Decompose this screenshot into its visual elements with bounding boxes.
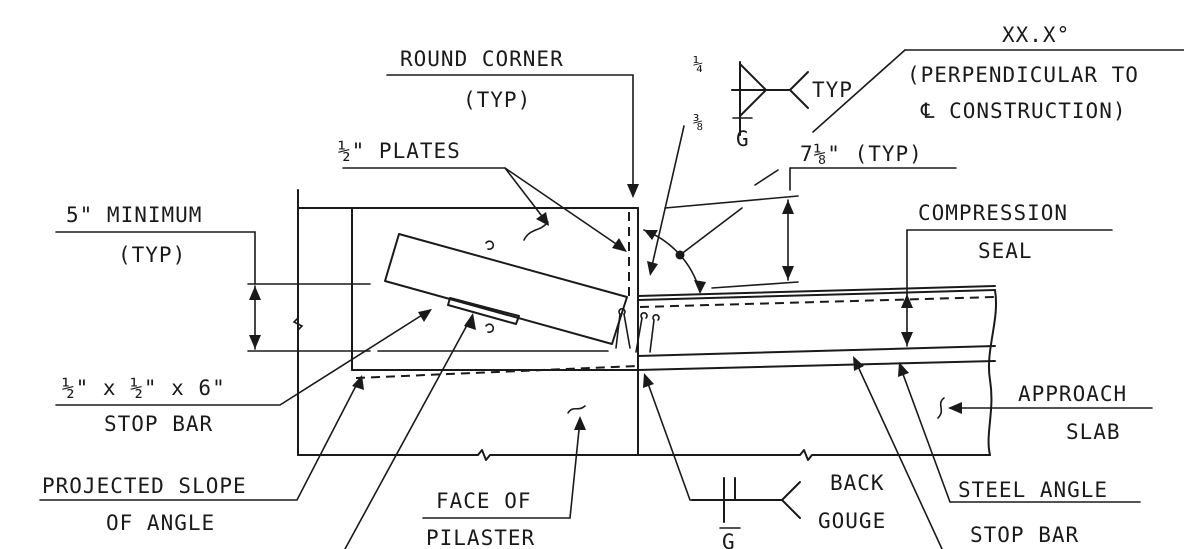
back-gouge-label-2: GOUGE	[818, 509, 886, 533]
pilaster-outline	[292, 189, 639, 461]
seven-eighth-dimension	[664, 167, 957, 289]
stop-bar-label-left: STOP BAR	[104, 412, 213, 436]
weld-symbol-top	[731, 61, 809, 136]
angle-label-2: (PERPENDICULAR TO	[907, 63, 1139, 87]
angle-arc	[643, 49, 1184, 294]
compression-seal-label-2: SEAL	[978, 239, 1033, 263]
approach-slab-label-1: APPROACH	[1018, 382, 1127, 406]
five-minimum-label-1: 5" MINIMUM	[66, 203, 202, 227]
projected-slope-label-2: OF ANGLE	[106, 511, 215, 535]
back-gouge-label-1: BACK	[830, 471, 885, 495]
face-of-pilaster-label-1: FACE OF	[436, 489, 532, 513]
weld-size-bottom: ⅜	[693, 113, 703, 133]
leader-lines	[39, 74, 1153, 549]
stop-bar-dimension-label: ½" x ½" x 6"	[62, 376, 226, 400]
half-plates-label: ½" PLATES	[338, 139, 461, 163]
round-corner-label-1: ROUND CORNER	[400, 47, 564, 71]
weld-grind-bottom: G	[722, 530, 736, 549]
compression-seal-label-1: COMPRESSION	[918, 201, 1068, 225]
steel-plate-assembly	[384, 212, 660, 353]
face-of-pilaster-label-2: PILASTER	[426, 526, 535, 549]
angle-label-1: XX.X°	[1002, 23, 1070, 47]
approach-slab	[637, 285, 997, 461]
approach-slab-label-2: SLAB	[1066, 420, 1121, 444]
compression-seal-dimension	[901, 229, 1113, 347]
angle-label-3: ℄ CONSTRUCTION)	[920, 99, 1127, 123]
projected-slope-line	[355, 365, 638, 379]
weld-typ-label: TYP	[812, 78, 853, 102]
projected-slope-label-1: PROJECTED SLOPE	[42, 474, 247, 498]
weld-grind-top: G	[736, 127, 750, 151]
five-inch-dimension	[55, 231, 609, 352]
weld-symbol-bottom	[691, 477, 801, 529]
steel-angle-label: STEEL ANGLE	[958, 478, 1108, 502]
stop-bar-label-right: STOP BAR	[970, 523, 1079, 547]
five-minimum-label-2: (TYP)	[118, 243, 186, 267]
round-corner-label-2: (TYP)	[463, 88, 531, 112]
seven-eighth-typ-label: 7⅛" (TYP)	[800, 142, 923, 166]
weld-size-top: ¼	[693, 55, 703, 75]
